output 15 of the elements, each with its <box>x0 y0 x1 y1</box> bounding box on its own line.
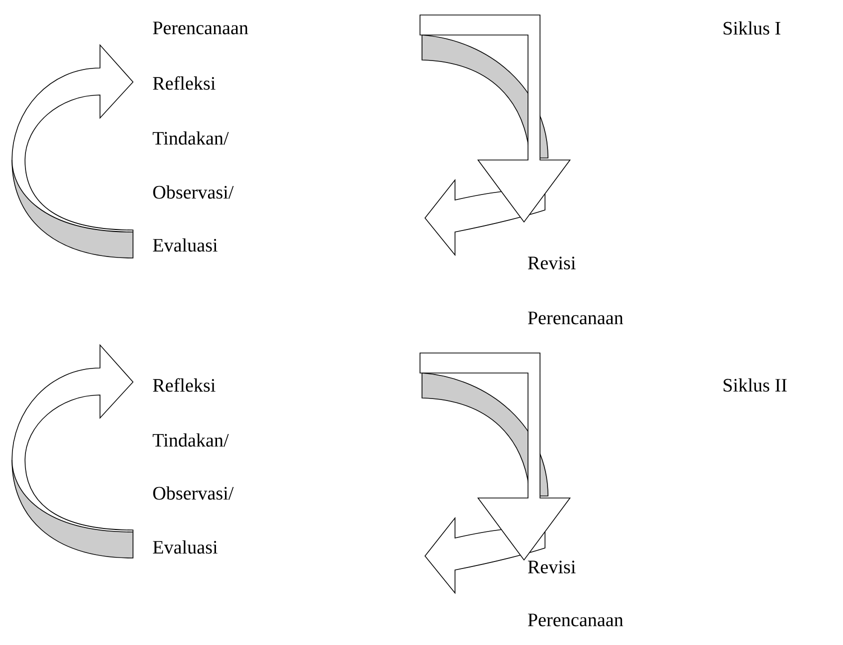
step-label: Observasi/ <box>153 185 234 199</box>
step-label: Revisi <box>528 560 576 574</box>
step-label: Siklus I <box>724 21 780 35</box>
step-label: Tindakan/ <box>152 131 229 145</box>
step-label: Refleksi <box>152 76 216 90</box>
step-label: Siklus II <box>724 378 787 392</box>
step-label: Observasi/ <box>153 486 234 500</box>
step-label: Perencanaan <box>528 312 624 324</box>
step-label: Evaluasi <box>152 238 218 252</box>
step-label: Perencanaan <box>528 614 624 626</box>
step-label: Evaluasi <box>152 540 218 554</box>
step-label: Revisi <box>528 256 576 270</box>
step-label: Refleksi <box>152 378 216 392</box>
step-label: Perencanaan <box>152 22 248 34</box>
step-label: Tindakan/ <box>152 433 229 447</box>
